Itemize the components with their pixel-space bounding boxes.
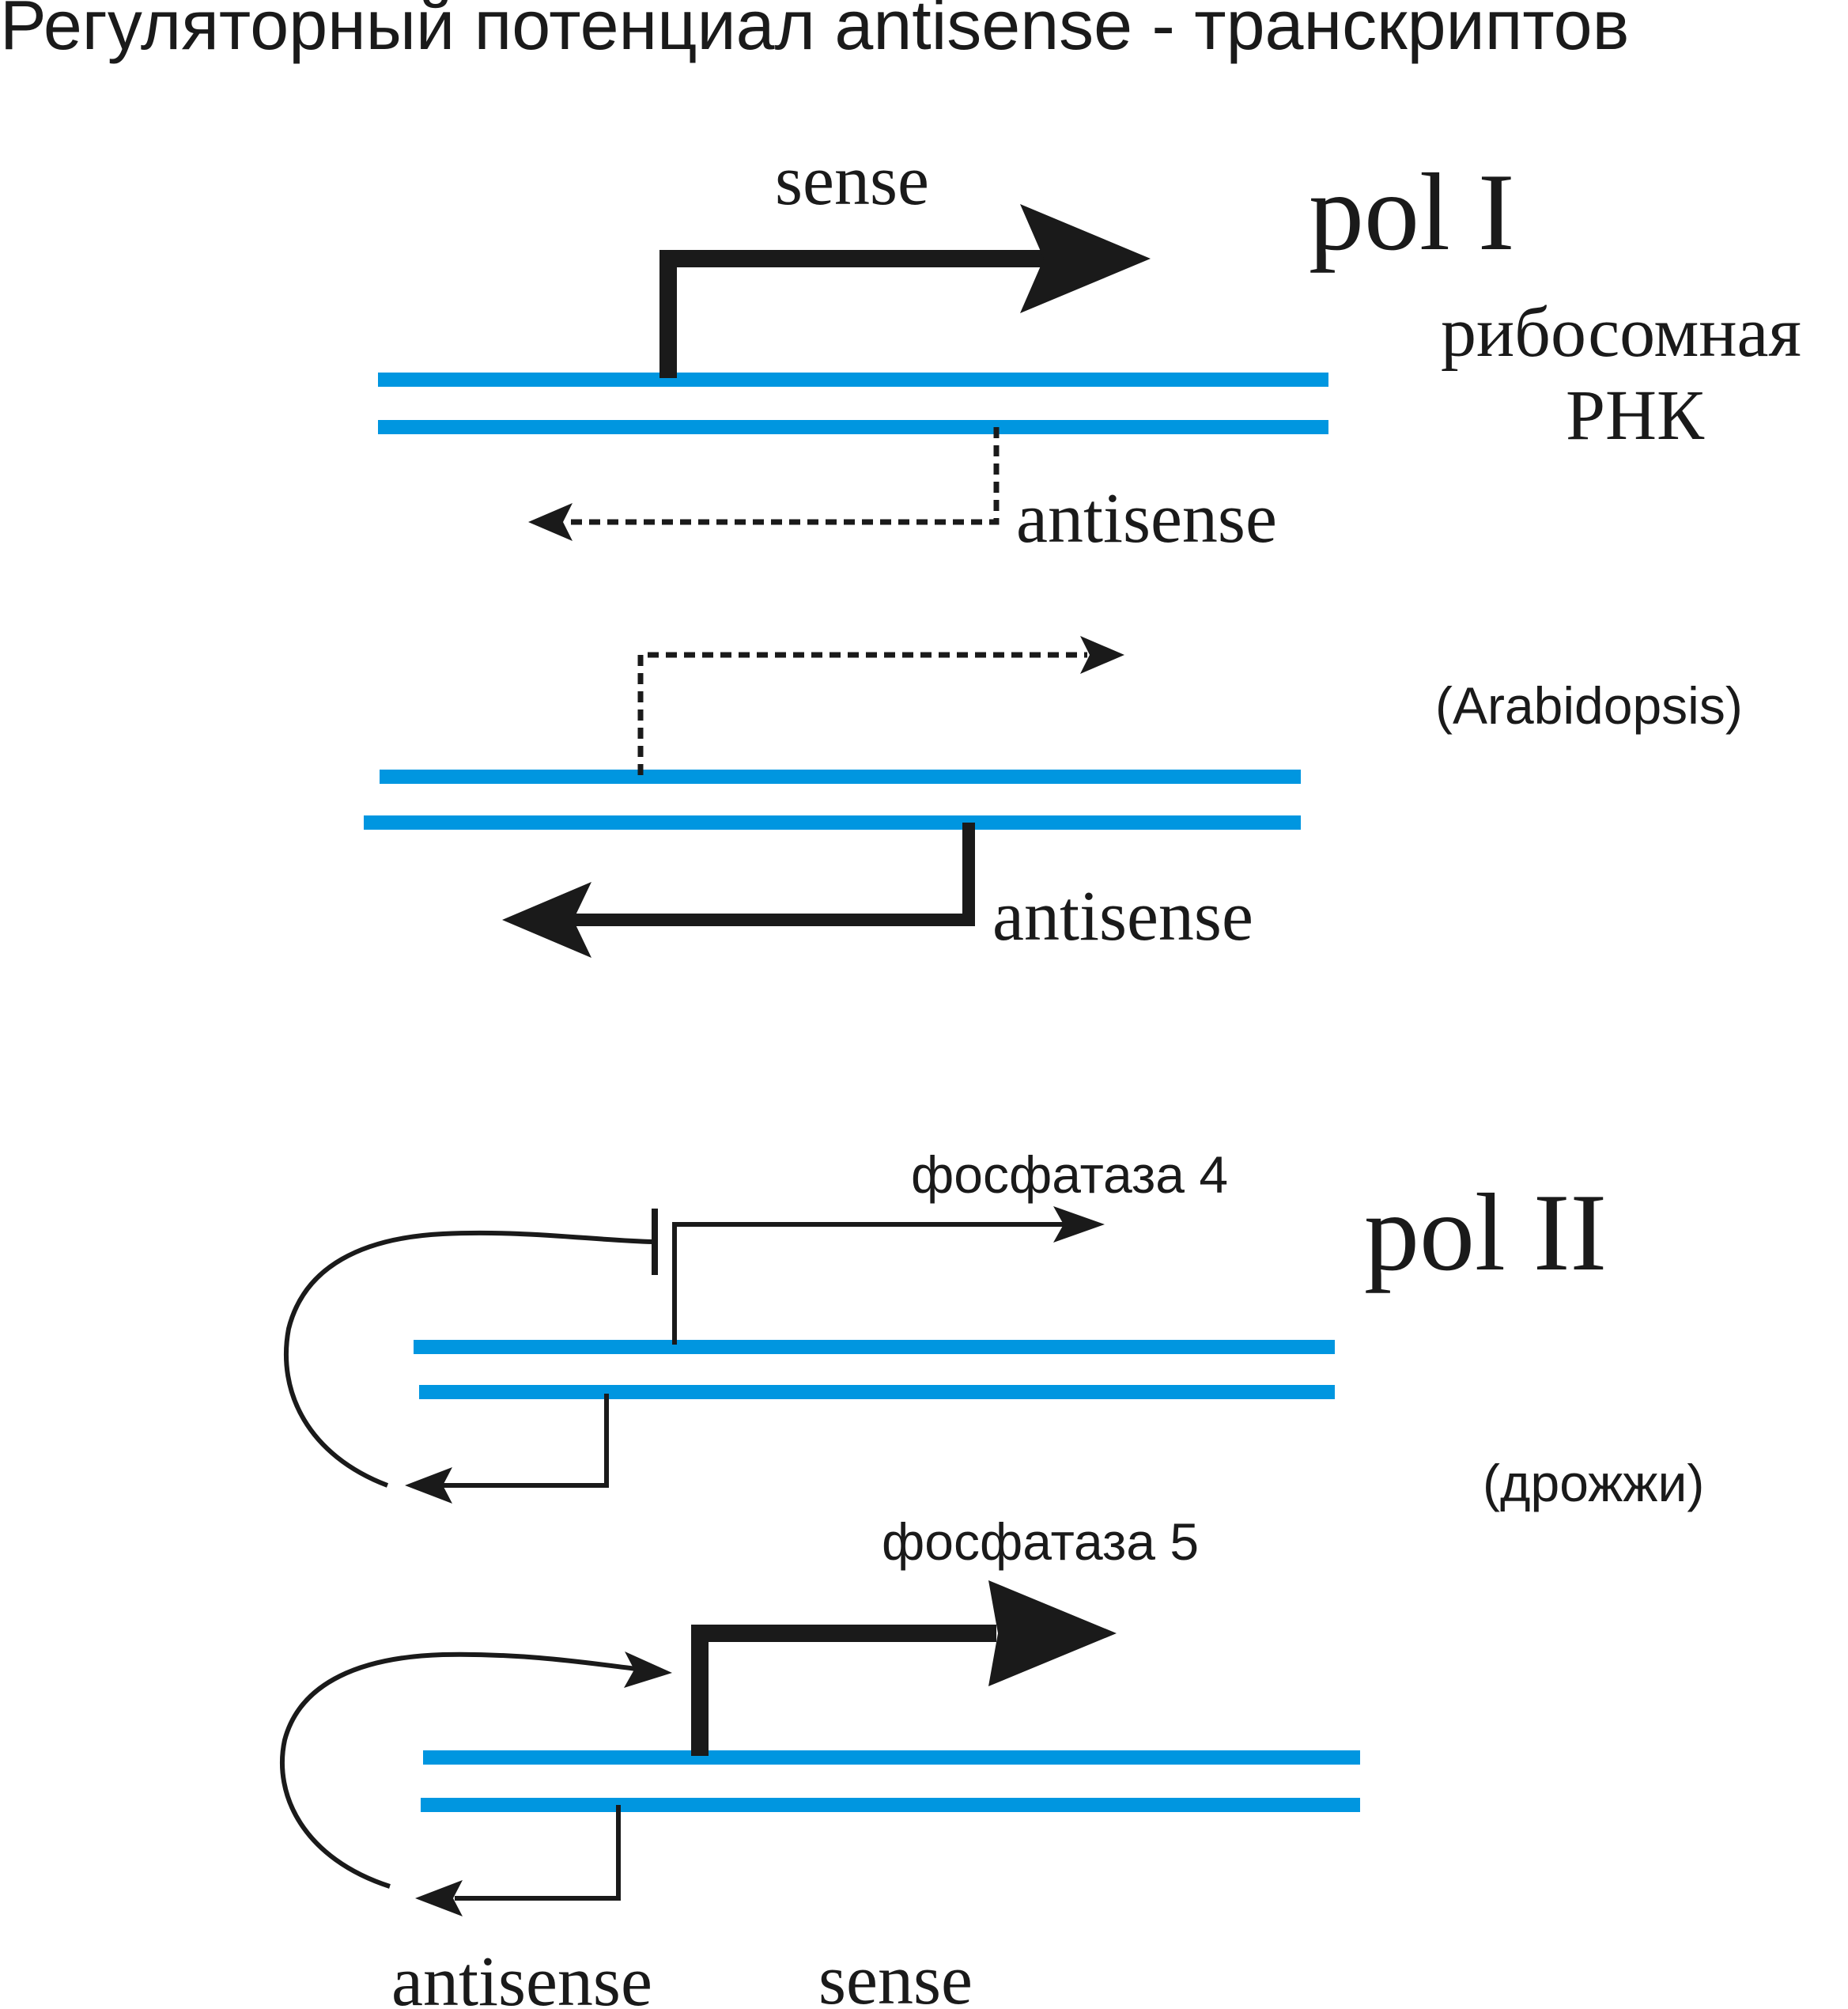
phosphatase4-sense-arrow-head	[1053, 1206, 1105, 1243]
phosphatase4-antisense-arrow-head	[405, 1467, 452, 1504]
bottom-antisense-label: antisense	[391, 1943, 652, 2009]
pol2-diagram-phosphatase4: фосфатаза 4	[283, 1145, 1335, 1504]
sense-arrow-shaft	[659, 250, 1044, 378]
phosphatase5-antisense-arrow	[455, 1805, 621, 1901]
pol1-label: pol I	[1309, 151, 1515, 274]
activation-loop-arrow-head	[624, 1651, 672, 1688]
bottom-sense-label: sense	[818, 1941, 973, 2009]
phosphatase5-label: фосфатаза 5	[882, 1512, 1199, 1571]
antisense-label: antisense	[1016, 479, 1277, 558]
phosphatase4-sense-arrow	[672, 1222, 1064, 1345]
antisense-label: antisense	[992, 877, 1253, 955]
rna-type-label-line1: рибосомная	[1441, 293, 1801, 372]
pol2-diagram-phosphatase5: фосфатаза 5 antisense sense	[280, 1512, 1360, 2009]
sense-dashed-arrow-head	[1080, 636, 1124, 674]
rna-type-label-line2: РНК	[1566, 376, 1705, 455]
phosphatase5-sense-arrow-head	[988, 1580, 1117, 1686]
sense-dashed-arrow	[637, 652, 1087, 775]
phosphatase5-sense-arrow-shaft	[691, 1625, 996, 1756]
sense-label: sense	[775, 142, 929, 220]
antisense-dashed-arrow-head	[528, 503, 573, 541]
sense-arrow-head	[1020, 204, 1151, 313]
phosphatase4-label: фосфатаза 4	[911, 1145, 1228, 1204]
antisense-arrow-head	[502, 882, 591, 958]
organism-arabidopsis-label: (Arabidopsis)	[1435, 676, 1743, 735]
phosphatase5-antisense-arrow-head	[415, 1880, 463, 1916]
page-title: Регуляторный потенциал antisense - транс…	[0, 0, 1629, 64]
phosphatase4-antisense-arrow	[439, 1394, 609, 1488]
pol1-diagram-b: antisense	[364, 636, 1301, 958]
repression-loop	[283, 1230, 653, 1488]
pol1-diagram-a: sense antisense	[378, 142, 1328, 558]
antisense-dashed-arrow	[565, 427, 1000, 525]
pol2-label: pol II	[1364, 1171, 1607, 1294]
organism-yeast-label: (дрожжи)	[1483, 1454, 1704, 1512]
activation-loop	[280, 1651, 637, 1889]
antisense-arrow-shaft	[569, 823, 975, 926]
